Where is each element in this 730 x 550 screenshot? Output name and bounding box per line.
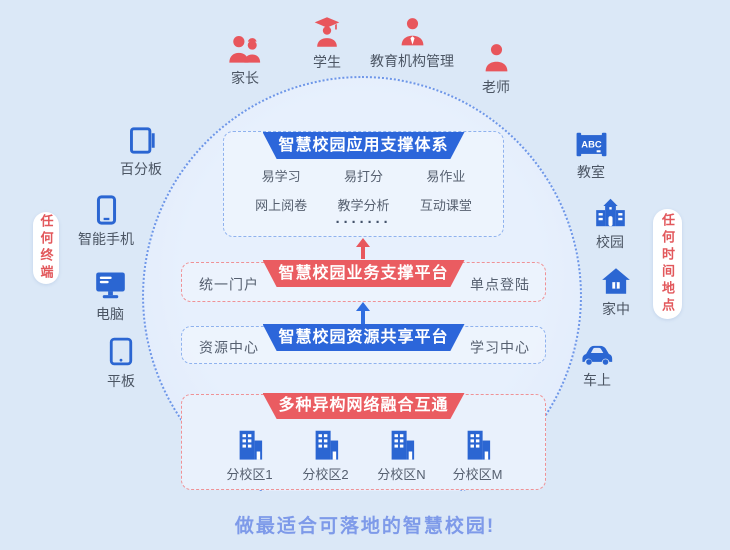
- building-icon: [463, 427, 493, 461]
- application-support-box: 智慧校园应用支撑体系 易学习 易打分 易作业 网上阅卷 教学分析 互动课堂 ··…: [223, 131, 504, 237]
- unified-portal-label: 统一门户: [199, 276, 259, 293]
- app-item: 易作业: [426, 169, 466, 184]
- user-label: 教育机构管理: [370, 53, 454, 69]
- app-item: 教学分析: [337, 198, 390, 213]
- device-label: 百分板: [120, 161, 162, 177]
- smartphone-icon: [95, 195, 118, 225]
- building-icon: [235, 427, 265, 461]
- place-label: 教室: [577, 164, 605, 180]
- building-icon: [311, 427, 341, 461]
- device-smartphone: 智能手机: [56, 195, 156, 249]
- user-admin: 教育机构管理: [362, 16, 462, 71]
- blackboard-icon: ABC: [576, 131, 607, 158]
- branch-campus-n: 分校区N: [375, 427, 428, 483]
- place-label: 车上: [583, 372, 611, 388]
- place-campus: 校园: [560, 197, 660, 252]
- user-label: 老师: [482, 79, 510, 95]
- campus-row: 分校区1 分校区2: [182, 427, 545, 483]
- app-item: 易学习: [261, 169, 301, 184]
- network-interconnect-box: 多种异构网络融合互通 分校区1: [181, 393, 546, 490]
- house-icon: [601, 267, 631, 295]
- resource-center-label: 资源中心: [199, 339, 259, 356]
- up-arrow-blue: [356, 302, 370, 324]
- branch-campus-2: 分校区2: [299, 427, 352, 483]
- any-terminal-pill: 任何终端: [33, 212, 59, 284]
- campus-label: 分校区M: [452, 467, 503, 482]
- admin-icon: [398, 16, 427, 47]
- resource-platform-banner: 智慧校园资源共享平台: [262, 324, 465, 351]
- place-label: 家中: [602, 301, 630, 317]
- slogan: 做最适合可落地的智慧校园!: [234, 516, 496, 537]
- building-icon: [387, 427, 417, 461]
- user-label: 学生: [313, 54, 341, 70]
- user-teacher: 老师: [446, 42, 546, 97]
- app-item: 网上阅卷: [255, 198, 308, 213]
- teacher-icon: [482, 42, 511, 73]
- place-classroom: ABC 教室: [541, 131, 641, 182]
- place-label: 校园: [596, 234, 624, 250]
- device-computer: 电脑: [60, 270, 160, 324]
- up-arrow-red: [356, 238, 370, 259]
- campus-label: 分校区2: [302, 467, 349, 482]
- business-platform-box: 统一门户 智慧校园业务支撑平台 单点登陆: [181, 260, 546, 302]
- device-board: 百分板: [91, 126, 191, 179]
- learning-center-label: 学习中心: [470, 339, 530, 356]
- place-car: 车上: [547, 340, 647, 390]
- single-signon-label: 单点登陆: [470, 276, 530, 293]
- branch-campus-m: 分校区M: [451, 427, 504, 483]
- svg-text:ABC: ABC: [581, 139, 602, 150]
- branch-campus-1: 分校区1: [223, 427, 276, 483]
- device-label: 电脑: [96, 306, 124, 322]
- app-item: 互动课堂: [419, 198, 472, 213]
- place-home: 家中: [566, 267, 666, 319]
- user-label: 家长: [231, 70, 259, 86]
- car-icon: [580, 340, 614, 366]
- campus-label: 分校区1: [226, 467, 273, 482]
- user-student: 学生: [277, 16, 377, 72]
- resource-platform-box: 资源中心 智慧校园资源共享平台 学习中心: [181, 324, 546, 364]
- more-items-dots: ·······: [335, 214, 392, 231]
- network-banner: 多种异构网络融合互通: [262, 393, 465, 419]
- device-tablet: 平板: [71, 336, 171, 391]
- school-building-icon: [595, 197, 626, 228]
- business-platform-banner: 智慧校园业务支撑平台: [262, 260, 465, 287]
- student-icon: [311, 16, 343, 48]
- user-parents: 家长: [195, 34, 295, 88]
- campus-label: 分校区N: [377, 467, 426, 482]
- device-label: 智能手机: [78, 231, 134, 247]
- app-item: 易打分: [343, 169, 383, 184]
- parents-icon: [226, 34, 264, 64]
- application-items: 易学习 易打分 易作业 网上阅卷 教学分析 互动课堂: [224, 166, 503, 214]
- device-label: 平板: [107, 373, 135, 389]
- monitor-icon: [95, 270, 126, 300]
- any-time-place-pill: 任何时间地点: [653, 209, 682, 319]
- tablet-icon: [108, 336, 134, 367]
- whiteboard-icon: [127, 126, 156, 155]
- application-support-banner: 智慧校园应用支撑体系: [262, 132, 465, 159]
